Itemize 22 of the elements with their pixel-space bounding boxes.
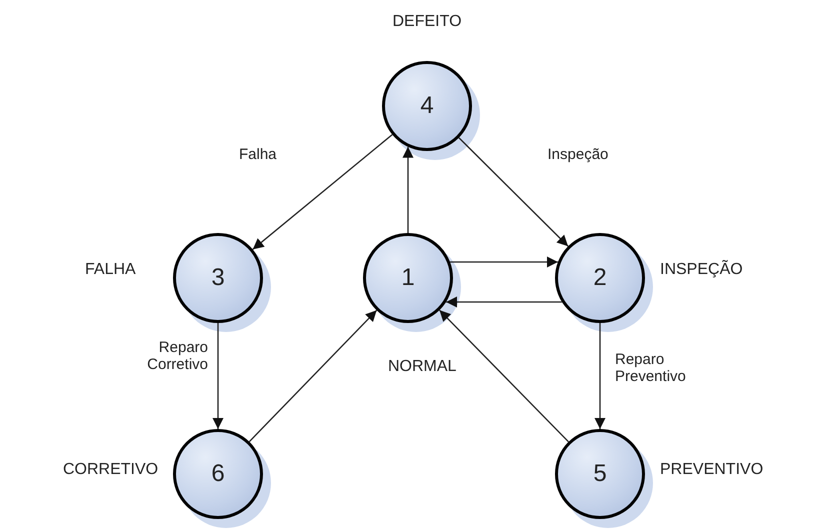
state-name: DEFEITO [392,13,462,31]
arrow [212,323,224,429]
arrow [594,323,606,429]
arrow [450,256,558,268]
arrow [402,146,414,233]
state-name: FALHA [85,261,136,279]
arrow [252,134,393,250]
state-number: 5 [593,460,607,488]
state-name: PREVENTIVO [660,461,764,479]
arrow [446,296,562,308]
arrow [248,310,378,442]
state-number: 1 [401,264,415,292]
state-number: 6 [211,460,225,488]
state-number: 2 [593,264,607,292]
state-name: NORMAL [388,358,456,376]
state-number: 3 [211,264,225,292]
state-number: 4 [420,92,434,120]
state-name: CORRETIVO [63,461,158,479]
state-name: INSPEÇÃO [660,261,743,279]
arrow [458,137,569,247]
edge-label: Inspeção [546,146,610,163]
arrow [439,310,569,442]
